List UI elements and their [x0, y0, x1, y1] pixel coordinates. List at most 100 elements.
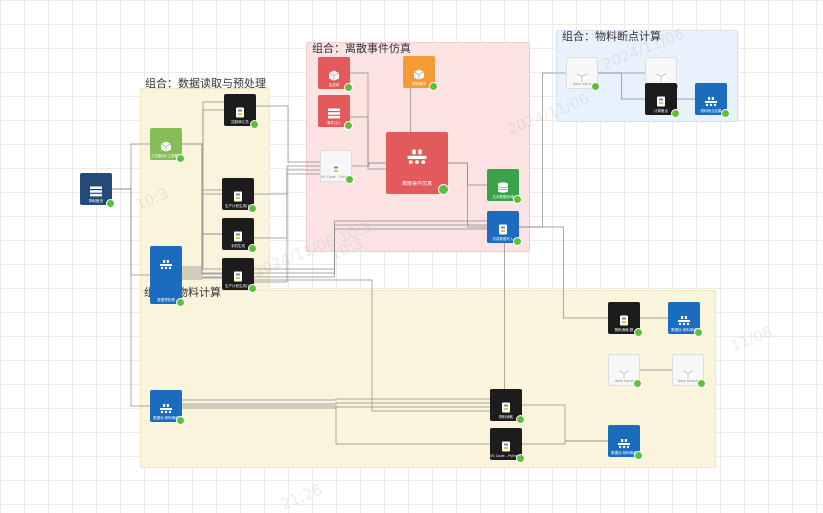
python-icon: [329, 160, 343, 175]
node-label: 物料消耗-数: [614, 328, 634, 332]
wire: [182, 398, 490, 401]
node-label: data input: [573, 82, 591, 86]
node-ctrl[interactable]: 控制单汇总: [224, 94, 259, 129]
status-ok-icon: [248, 204, 257, 213]
node-sim_o[interactable]: 物料需求: [403, 56, 438, 91]
node-label: 工艺路线&工序数据: [150, 154, 182, 158]
status-ok-icon: [438, 184, 449, 195]
wire: [182, 101, 224, 268]
node-label: data output: [677, 379, 699, 383]
conveyor-icon: [617, 434, 631, 449]
node-label: data input: [615, 379, 633, 383]
wire: [519, 72, 566, 228]
status-ok-icon: [429, 82, 438, 91]
wire: [182, 233, 222, 276]
status-ok-icon: [633, 379, 642, 388]
node-mxpre[interactable]: 数据化-物料明细: [150, 390, 185, 425]
node-label: 控制单汇总: [231, 120, 249, 124]
conveyor-icon: [406, 148, 428, 166]
status-ok-icon: [516, 415, 525, 424]
wire: [182, 189, 222, 272]
node-simin[interactable]: 仿真数据写入: [487, 211, 522, 246]
node-plan1[interactable]: 生产计划生成(1): [222, 178, 257, 213]
node-calc[interactable]: 计算断点: [645, 83, 680, 118]
node-label: 文本数据存储: [492, 195, 514, 199]
status-ok-icon: [250, 120, 259, 129]
node-vscode1[interactable]: VS Code - Python Run: [320, 150, 354, 184]
node-label: 事件注入: [327, 121, 341, 125]
wire: [182, 277, 222, 280]
cube-icon: [575, 67, 589, 82]
node-des[interactable]: 离散事件仿真: [386, 132, 449, 195]
status-ok-icon: [671, 109, 680, 118]
node-mcons[interactable]: 物料消耗: [490, 389, 525, 424]
status-ok-icon: [176, 298, 185, 307]
status-ok-icon: [344, 83, 353, 92]
node-label: VS Code - Python Run: [321, 175, 351, 179]
cube-icon: [159, 137, 173, 152]
wire: [522, 404, 608, 442]
python-icon: [499, 398, 513, 413]
node-label: 数据预处理: [157, 298, 175, 302]
wire: [254, 173, 320, 283]
wire: [448, 162, 487, 228]
status-ok-icon: [634, 451, 643, 460]
node-mout1[interactable]: 数据化-物料明细: [668, 302, 703, 337]
python-icon: [231, 267, 245, 282]
status-ok-icon: [513, 237, 522, 246]
node-prep[interactable]: 工艺路线&工序数据: [150, 128, 185, 163]
conveyor-icon: [704, 92, 718, 107]
node-label: 手的生成: [231, 244, 245, 248]
node-sim_s2[interactable]: 事件注入: [318, 95, 353, 130]
cube-icon: [681, 364, 695, 379]
node-label: 离散事件仿真: [401, 181, 432, 187]
node-dsave[interactable]: 文本数据存储: [487, 169, 522, 204]
python-icon: [231, 227, 245, 242]
wire: [598, 72, 645, 100]
status-ok-icon: [106, 199, 115, 208]
cube-icon: [412, 65, 426, 80]
node-ws1[interactable]: data input: [566, 57, 600, 91]
node-label: 数据化-物料明细: [153, 416, 179, 420]
node-label: 生产计划生成(1): [225, 204, 251, 208]
node-label: 物料断点结果: [700, 109, 722, 113]
cube-icon: [617, 364, 631, 379]
wire: [519, 226, 608, 319]
node-stock[interactable]: 手的生成: [222, 218, 257, 253]
node-wljh[interactable]: 物料断页: [80, 173, 115, 208]
cube-icon: [654, 67, 668, 82]
node-label: 计算断点: [654, 109, 668, 113]
group-title-g1: 组合：数据读取与预处理: [145, 77, 266, 90]
conveyor-icon: [159, 399, 173, 414]
status-ok-icon: [176, 154, 185, 163]
group-title-g3: 组合：物料断点计算: [562, 30, 661, 43]
python-icon: [496, 220, 510, 235]
node-ws4[interactable]: data output: [672, 354, 706, 388]
status-ok-icon: [248, 244, 257, 253]
table-icon: [89, 182, 103, 197]
wire: [522, 440, 608, 445]
status-ok-icon: [516, 454, 525, 463]
node-bpout[interactable]: 物料断点结果: [695, 83, 730, 118]
python-icon: [654, 92, 668, 107]
status-ok-icon: [345, 175, 354, 184]
node-label: 物料需求: [412, 82, 426, 86]
wire: [112, 143, 150, 190]
wire: [254, 279, 490, 412]
node-mout2[interactable]: 数据化-物料明细: [608, 425, 643, 460]
status-ok-icon: [697, 379, 706, 388]
conveyor-icon: [677, 311, 691, 326]
python-icon: [499, 437, 513, 452]
connection-wires: [112, 65, 695, 445]
status-ok-icon: [513, 195, 522, 204]
node-mcalc[interactable]: 物料消耗-数: [608, 302, 643, 337]
node-ws3[interactable]: data input: [608, 354, 642, 388]
wire: [352, 162, 386, 167]
node-plan2[interactable]: 生产计划生成(2): [222, 258, 257, 293]
status-ok-icon: [634, 328, 643, 337]
status-ok-icon: [694, 328, 703, 337]
node-sim_s1[interactable]: 生成单: [318, 57, 353, 92]
node-datapre[interactable]: 数据预处理: [150, 246, 185, 307]
python-icon: [233, 103, 247, 118]
node-vscode2[interactable]: VS Code - Python Run: [490, 428, 525, 463]
